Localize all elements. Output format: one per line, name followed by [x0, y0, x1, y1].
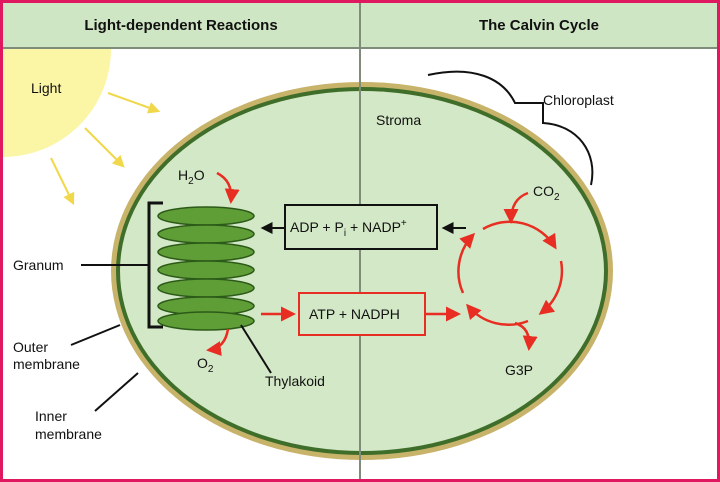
h2o-arrow: [216, 171, 240, 204]
inner-membrane-label: membrane: [35, 426, 102, 442]
sun-shape: [3, 49, 111, 157]
chloroplast-diagram: Light Chloroplast Stroma Granum: [3, 3, 614, 479]
light-ray-arrow: [107, 92, 161, 114]
outer-membrane-leader-line: [70, 324, 121, 346]
adp-nadp-box: [284, 204, 438, 250]
chloroplast-callout-line: [427, 70, 594, 186]
granum-stack: [157, 206, 255, 331]
h2o-label: H2O: [178, 167, 205, 187]
light-ray-arrow: [50, 157, 75, 206]
g3p-label: G3P: [505, 362, 533, 378]
outer-membrane-label: Outer: [13, 339, 48, 355]
atp-nadph-box: [298, 292, 426, 336]
thylakoid-label: Thylakoid: [265, 373, 325, 389]
header-light-dependent: Light-dependent Reactions: [3, 3, 359, 49]
calvin-cycle: [457, 220, 564, 326]
light-label: Light: [31, 80, 61, 96]
inner-membrane-leader-line: [94, 372, 139, 412]
outer-membrane-label: membrane: [13, 356, 80, 372]
atp-nadph-text: ATP + NADPH: [309, 306, 400, 322]
inner-membrane-label: Inner: [35, 408, 67, 424]
adp-nadp-text: ADP + Pi + NADP+: [290, 218, 407, 239]
thylakoid-leader-line: [240, 324, 272, 374]
o2-arrow: [206, 328, 230, 356]
stroma-region: [120, 91, 604, 451]
g3p-arrow: [514, 321, 538, 351]
chloroplast-label: Chloroplast: [543, 92, 614, 108]
stroma-label: Stroma: [376, 112, 421, 128]
co2-label: CO2: [533, 183, 560, 203]
co2-arrow: [503, 191, 529, 224]
light-ray-arrow: [84, 127, 125, 168]
header-calvin-cycle: The Calvin Cycle: [361, 3, 717, 49]
granum-label: Granum: [13, 257, 64, 273]
o2-label: O2: [197, 355, 214, 375]
